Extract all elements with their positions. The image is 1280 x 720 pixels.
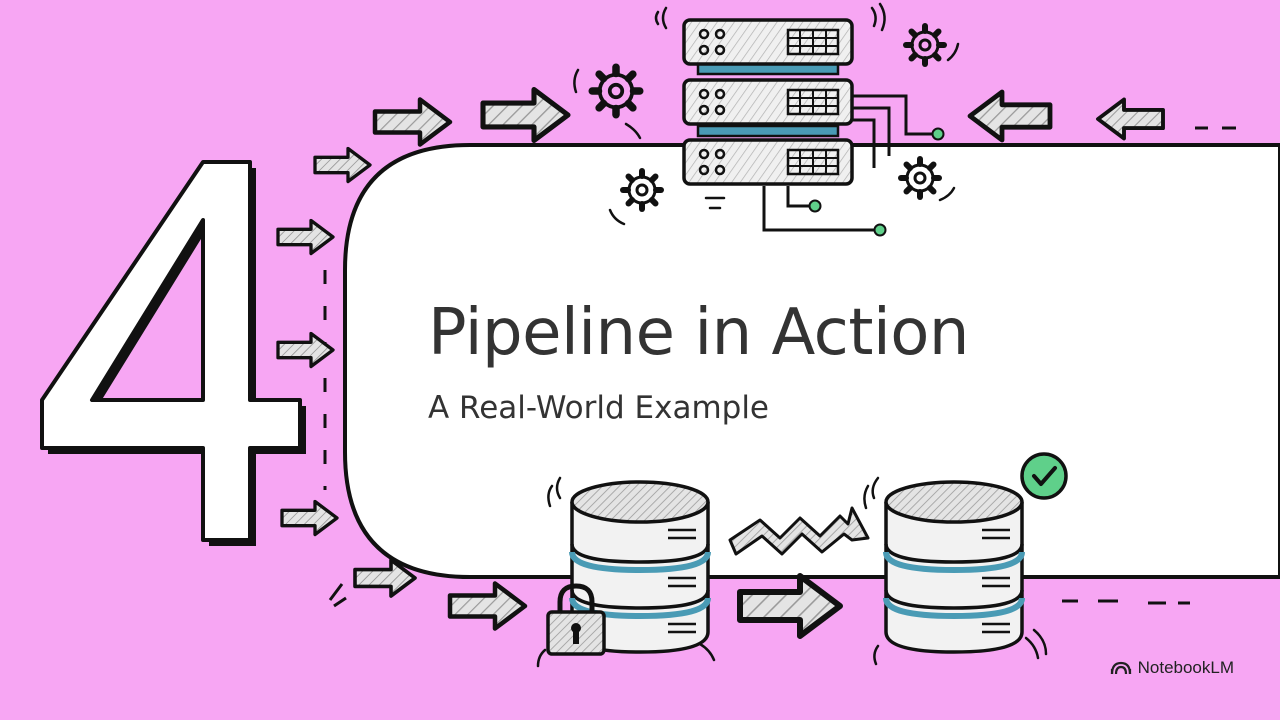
server-rack-icon	[654, 2, 945, 237]
arrow-icon	[483, 90, 568, 141]
slide-number-graphic	[40, 160, 306, 546]
arrow-icon	[1096, 97, 1165, 141]
zigzag-arrow-icon	[728, 506, 870, 556]
motion-lines	[536, 476, 716, 668]
brand-badge: NotebookLM	[1110, 658, 1234, 678]
brand-name: NotebookLM	[1137, 658, 1234, 677]
arrow-icon	[450, 584, 525, 629]
padlock-icon	[546, 583, 606, 656]
arrow-icon	[970, 92, 1050, 140]
arrow-icon	[276, 331, 335, 369]
motion-lines	[863, 476, 1048, 666]
dash-marks	[328, 126, 1236, 608]
checkmark-icon	[1020, 452, 1068, 500]
gear-icon	[906, 26, 944, 64]
arrow-icon	[375, 100, 450, 145]
gear-icon	[592, 67, 640, 115]
database-icon	[886, 482, 1022, 652]
arrow-icon	[276, 218, 335, 256]
slide-title: Pipeline in Action	[428, 296, 969, 370]
arrow-icon	[740, 576, 840, 636]
motion-lines	[573, 42, 960, 226]
arrow-icon	[280, 499, 339, 537]
notebooklm-logo-icon	[1110, 661, 1131, 675]
arrow-icon	[313, 146, 372, 184]
slide-subtitle: A Real-World Example	[428, 390, 769, 426]
